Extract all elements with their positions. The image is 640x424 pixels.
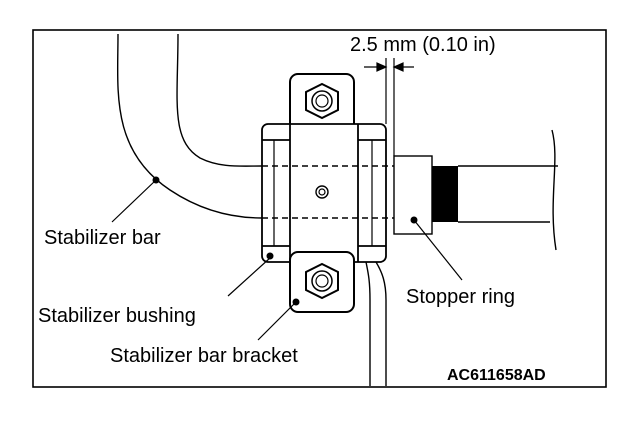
label-stopper-ring: Stopper ring [406, 286, 515, 308]
label-stabilizer-bushing: Stabilizer bushing [38, 305, 196, 327]
figure-frame [32, 29, 607, 388]
figure-code: AC611658AD [447, 367, 546, 384]
label-stabilizer-bar-bracket: Stabilizer bar bracket [110, 345, 298, 367]
bracket-mount-lines [365, 261, 387, 386]
dimension-label: 2.5 mm (0.10 in) [350, 34, 496, 56]
stabilizer-bushing [261, 123, 387, 263]
leader-dots [152, 176, 418, 306]
hidden-bar-lines [262, 165, 394, 219]
bracket-lower [289, 251, 355, 313]
bar-marking-band [432, 166, 458, 222]
stabilizer-bar [116, 33, 263, 219]
stabilizer-bar-right [458, 129, 558, 251]
dimension-indicator [364, 58, 414, 156]
label-stabilizer-bar: Stabilizer bar [44, 227, 161, 249]
bracket-upper [289, 73, 355, 137]
leader-lines [111, 179, 463, 341]
